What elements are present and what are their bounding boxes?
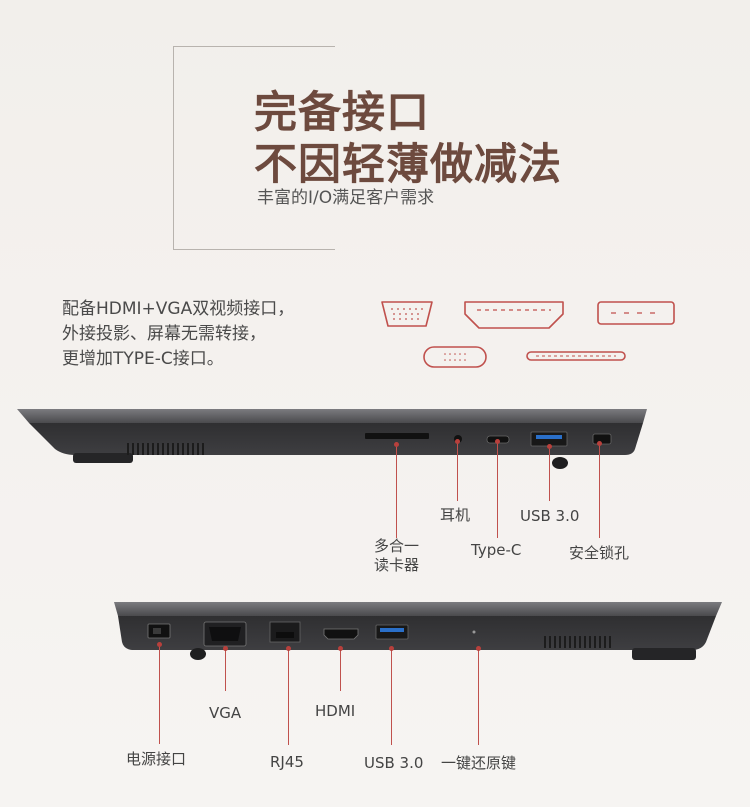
power-label: 电源接口 xyxy=(126,750,187,768)
usb-left-callout-dot xyxy=(389,646,394,651)
description-line2: 外接投影、屏幕无需转接， xyxy=(62,324,266,344)
card-reader-label-line2: 读卡器 xyxy=(374,556,420,574)
description-line3: 更增加TYPE-C接口。 xyxy=(62,349,224,369)
usb-left-callout-line xyxy=(391,648,392,745)
headphone-callout-dot xyxy=(455,439,460,444)
card-reader-callout-dot xyxy=(394,442,399,447)
typec-callout-line xyxy=(497,441,498,538)
vga-port-icon xyxy=(381,301,433,327)
lock-callout-dot xyxy=(597,441,602,446)
power-callout-line xyxy=(159,644,160,744)
laptop-left-side-image xyxy=(114,602,722,660)
usb-right-callout-dot xyxy=(547,444,552,449)
hdmi-callout-line xyxy=(340,648,341,691)
card-reader-callout-line xyxy=(396,444,397,538)
vga-callout-line xyxy=(225,648,226,691)
rj45-callout-line xyxy=(288,648,289,745)
recovery-label: 一键还原键 xyxy=(441,754,517,772)
recovery-callout-line xyxy=(478,648,479,745)
description-line1: 配备HDMI+VGA双视频接口， xyxy=(62,299,295,319)
usb-port-icon xyxy=(597,301,675,325)
usb-right-callout-line xyxy=(549,446,550,501)
lock-callout-line xyxy=(599,443,600,538)
card-reader-label-line1: 多合一 xyxy=(374,537,420,555)
header-frame xyxy=(173,46,335,250)
rj45-label: RJ45 xyxy=(270,753,304,771)
headline-line1: 完备接口 xyxy=(254,88,430,138)
headline-line2: 不因轻薄做减法 xyxy=(254,140,562,190)
rj45-callout-dot xyxy=(286,646,291,651)
subtitle: 丰富的I/O满足客户需求 xyxy=(257,188,435,208)
headphone-callout-line xyxy=(457,441,458,501)
hdmi-port-icon xyxy=(464,301,564,329)
vga-label: VGA xyxy=(209,704,242,722)
power-callout-dot xyxy=(157,642,162,647)
lock-label: 安全锁孔 xyxy=(569,544,630,562)
vga-callout-dot xyxy=(223,646,228,651)
hdmi-label: HDMI xyxy=(315,702,356,720)
typec-port-icon xyxy=(526,351,626,361)
usb-left-label: USB 3.0 xyxy=(364,754,424,772)
laptop-right-side-image xyxy=(17,409,647,469)
usb-right-label: USB 3.0 xyxy=(520,507,580,525)
typec-label: Type-C xyxy=(471,541,522,559)
hdmi-callout-dot xyxy=(338,646,343,651)
rj45-port-icon xyxy=(423,346,487,368)
recovery-callout-dot xyxy=(476,646,481,651)
typec-callout-dot xyxy=(495,439,500,444)
headphone-label: 耳机 xyxy=(440,506,471,524)
